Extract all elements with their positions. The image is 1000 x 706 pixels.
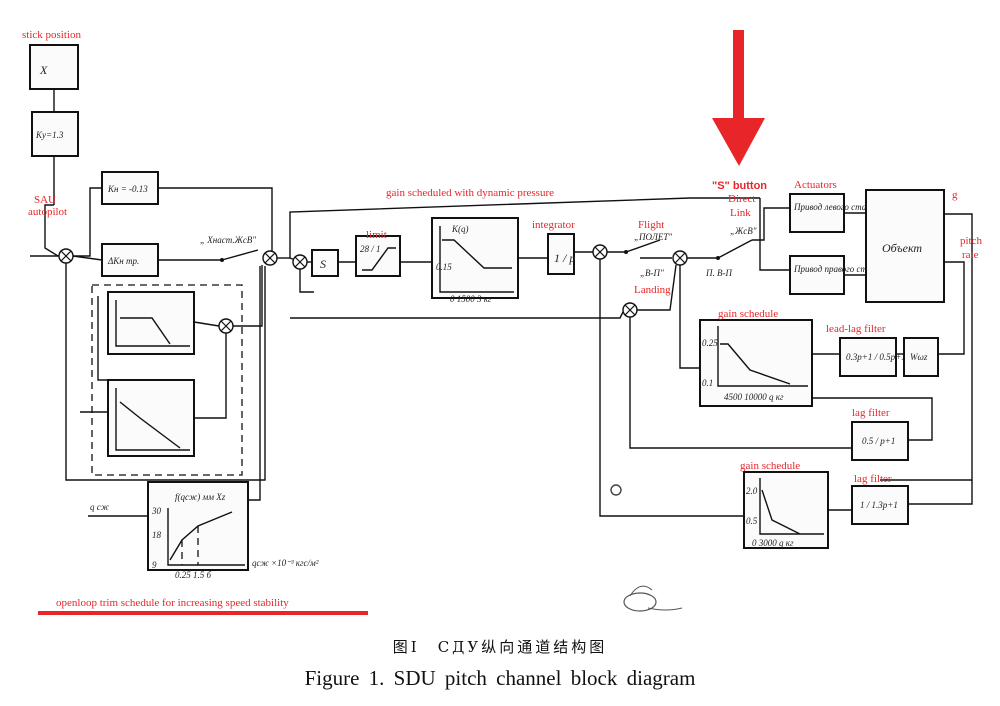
- k-gain-block: [101, 171, 159, 205]
- svg-text:0 1500 3 кг: 0 1500 3 кг: [450, 294, 492, 304]
- stick-position-block: [29, 44, 79, 90]
- decorative-sketch-icon: [610, 484, 683, 612]
- annotation-lead-lag: lead-lag filter: [826, 323, 886, 335]
- landing-mode-label: „В-П": [640, 268, 664, 278]
- stick-block-label: X: [39, 63, 48, 77]
- direct-mode-label: „ЖсВ": [730, 226, 757, 236]
- annotation-integrator: integrator: [532, 219, 575, 231]
- s-block: [311, 249, 339, 277]
- svg-text:0.1: 0.1: [702, 378, 713, 388]
- lag-filter-upper-block: [851, 421, 909, 461]
- actuator-left-label: Привод левого стабилиз.: [793, 202, 889, 212]
- lead-lag-filter-block: [839, 337, 897, 377]
- svg-text:4500 10000 q кг: 4500 10000 q кг: [724, 392, 784, 402]
- gain-ky-block: [31, 111, 79, 157]
- svg-text:q сж: q сж: [90, 502, 110, 512]
- trim-x-axis-label: qсж ×10⁻³ кгс/м²: [252, 558, 319, 568]
- flight-mode-label: „ПОЛЕТ": [634, 232, 672, 242]
- object-label: Объект: [882, 241, 922, 255]
- w-filter-block: [903, 337, 939, 377]
- svg-text:0.5: 0.5: [746, 516, 758, 526]
- k-trim-label: ΔKн тр.: [107, 256, 139, 266]
- annotation-stick-position: stick position: [22, 29, 81, 41]
- object-block: [865, 189, 945, 303]
- trim-schedule-block-2: [107, 379, 195, 457]
- svg-text:0.25 1.5 б: 0.25 1.5 б: [175, 570, 212, 580]
- trim-block-label: f(qсж) мм Хz: [175, 492, 226, 502]
- annotation-rate: rate: [962, 249, 979, 261]
- trim-dashed-region: [91, 284, 243, 476]
- k-gain-label: Kн = -0.13: [107, 184, 148, 194]
- svg-text:18: 18: [152, 530, 162, 540]
- annotation-gain-scheduled: gain scheduled with dynamic pressure: [386, 187, 554, 199]
- switch-trim-label: „ Хнаст.ЖсВ": [200, 235, 256, 245]
- integrator-block: [547, 233, 575, 275]
- svg-text:П. В-П: П. В-П: [705, 268, 732, 278]
- caption-chinese: 图Ⅰ СДУ纵向通道结构图: [392, 638, 608, 656]
- lag-filter-lower-label: 1 / 1.3p+1: [860, 500, 898, 510]
- k-q-schedule-block: [431, 217, 519, 299]
- annotation-landing: Landing: [634, 284, 671, 296]
- k-q-label: K(q): [451, 224, 469, 234]
- annotation-autopilot: autopilot: [28, 206, 67, 218]
- annotation-actuators: Actuators: [794, 179, 837, 191]
- svg-text:2.0: 2.0: [746, 486, 758, 496]
- lag-filter-lower-block: [851, 485, 909, 525]
- svg-text:0.25: 0.25: [702, 338, 718, 348]
- annotation-underline: [38, 611, 368, 615]
- w-filter-label: Wωz: [910, 352, 928, 362]
- actuator-right-label: Привод правого стабилиз.: [793, 264, 895, 274]
- annotation-s-button: "S" button: [712, 180, 767, 192]
- annotation-lag-filter-upper: lag filter: [852, 407, 890, 419]
- annotation-openloop-trim: openloop trim schedule for increasing sp…: [56, 597, 289, 609]
- annotation-g: g: [952, 189, 958, 201]
- s-block-label: S: [320, 257, 326, 271]
- red-arrow-pointer: [712, 30, 765, 166]
- lead-lag-label: 0.3p+1 / 0.5p+1: [846, 352, 906, 362]
- actuator-left-block: [789, 193, 845, 233]
- annotation-lag-filter-lower: lag filter: [854, 473, 892, 485]
- lag-filter-upper-label: 0.5 / p+1: [862, 436, 895, 446]
- actuator-right-block: [789, 255, 845, 295]
- annotation-link: Link: [730, 207, 751, 219]
- svg-text:0.15: 0.15: [436, 262, 452, 272]
- integrator-label: 1 / p: [554, 251, 575, 265]
- limit-block-label: 28 / 1: [360, 244, 381, 254]
- svg-text:0 3000 q кг: 0 3000 q кг: [752, 538, 794, 548]
- gain-schedule-lower-block: [743, 471, 829, 549]
- annotation-flight: Flight: [638, 219, 664, 231]
- annotation-gain-schedule-upper: gain schedule: [718, 308, 778, 320]
- caption-english: Figure 1. SDU pitch channel block diagra…: [304, 666, 696, 690]
- annotation-pitch: pitch: [960, 235, 982, 247]
- svg-text:9: 9: [152, 560, 157, 570]
- trim-schedule-block-1: [107, 291, 195, 355]
- annotation-limit: limit: [366, 229, 387, 241]
- annotation-sau: SAU: [34, 194, 56, 206]
- gain-ky-label: Ky=1.3: [35, 130, 64, 140]
- svg-text:30: 30: [151, 506, 162, 516]
- annotation-direct: Direct: [728, 193, 755, 205]
- annotation-gain-schedule-lower: gain schedule: [740, 460, 800, 472]
